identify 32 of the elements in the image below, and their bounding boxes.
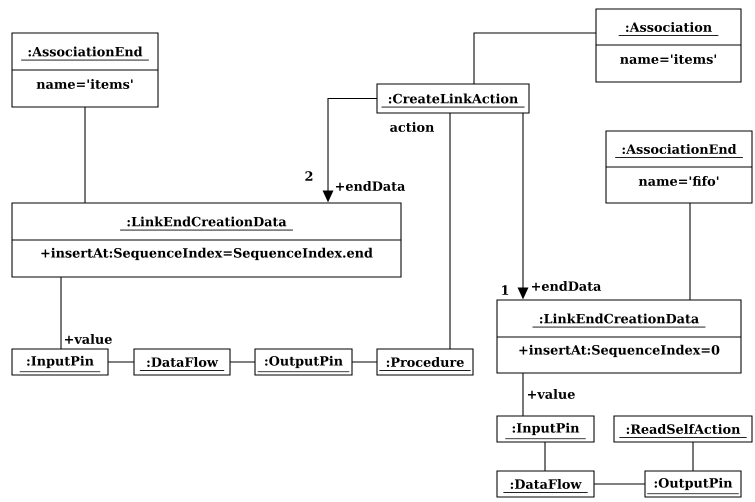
object-box: :DataFlow	[133, 348, 231, 376]
object-box: :InputPin	[11, 348, 109, 376]
object-box: :OutputPin	[644, 470, 742, 498]
connector	[60, 278, 62, 348]
connector	[230, 361, 254, 363]
connector	[352, 361, 376, 363]
object-box: :CreateLinkAction	[376, 83, 530, 114]
edge-label: +value	[528, 389, 575, 399]
object-box: :OutputPin	[254, 348, 353, 376]
connector	[692, 442, 694, 470]
object-box: :Procedure	[376, 348, 474, 376]
edge-label: +endData	[532, 281, 602, 291]
object-box: :LinkEndCreationData +insertAt:SequenceIndex=SequenceIndex.end	[11, 202, 402, 278]
connector	[449, 114, 451, 348]
object-box: :Association name='items'	[595, 8, 742, 83]
edge-label: +endData	[336, 181, 406, 191]
object-box: :LinkEndCreationData +insertAt:SequenceIndex=0	[496, 299, 742, 374]
connector	[594, 483, 644, 485]
multiplicity-label: 2	[305, 171, 312, 181]
object-box: :DataFlow	[496, 470, 595, 498]
edge-label: +value	[64, 334, 112, 344]
connector	[473, 32, 596, 84]
connector	[689, 204, 691, 300]
connector	[522, 374, 524, 416]
object-box: :InputPin	[496, 415, 595, 443]
connector	[84, 108, 86, 202]
connector	[544, 442, 546, 470]
connector	[108, 361, 134, 363]
edge-label: action	[390, 122, 434, 132]
object-box: :AssociationEnd name='items'	[11, 32, 159, 108]
object-box: :ReadSelfAction	[613, 415, 753, 443]
object-box: :AssociationEnd name='fifo'	[605, 130, 753, 204]
